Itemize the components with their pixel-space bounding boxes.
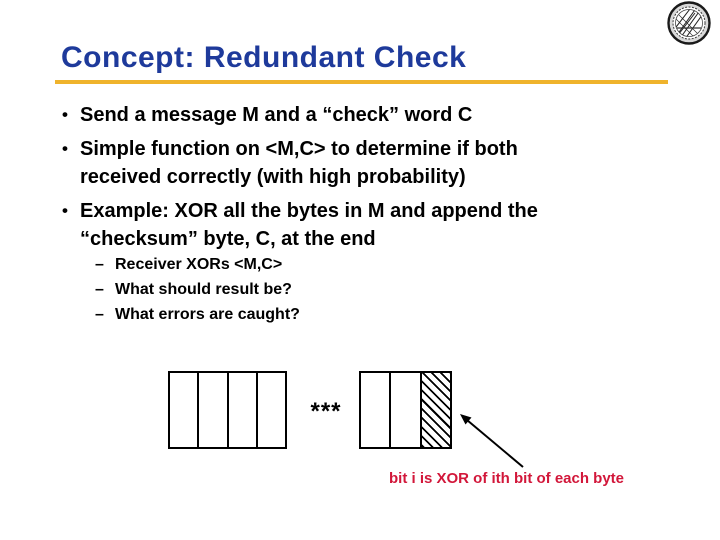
byte-cell bbox=[197, 373, 226, 447]
page-title: Concept: Redundant Check bbox=[61, 41, 467, 74]
bullet-dot-icon: • bbox=[62, 201, 68, 220]
university-seal-icon bbox=[667, 1, 711, 45]
bullet-dot-icon: • bbox=[62, 105, 68, 124]
sub-bullet-text: Receiver XORs <M,C> bbox=[115, 256, 283, 273]
sub-bullet-item: – Receiver XORs <M,C> bbox=[95, 252, 515, 277]
bullet-item: • Example: XOR all the bytes in M and ap… bbox=[62, 197, 574, 253]
dash-marker: – bbox=[95, 256, 104, 273]
byte-cell bbox=[226, 373, 256, 447]
byte-cell bbox=[361, 373, 389, 447]
diagram-caption: bit i is XOR of ith bit of each byte bbox=[389, 470, 625, 487]
byte-cell bbox=[255, 373, 285, 447]
sub-bullet-text: What errors are caught? bbox=[115, 306, 300, 323]
bullet-text: Example: XOR all the bytes in M and appe… bbox=[80, 200, 538, 250]
bullet-item: • Simple function on <M,C> to determine … bbox=[62, 135, 574, 191]
sub-bullet-text: What should result be? bbox=[115, 281, 292, 298]
check-bytes-box bbox=[359, 371, 452, 449]
byte-cell bbox=[170, 373, 197, 447]
ellipsis-stars: *** bbox=[310, 398, 342, 425]
bullet-text: Send a message M and a “check” word C bbox=[80, 104, 473, 126]
bullet-item: • Send a message M and a “check” word C bbox=[62, 101, 574, 129]
message-bytes-box bbox=[168, 371, 287, 449]
bullet-list: • Send a message M and a “check” word C … bbox=[62, 101, 574, 259]
sub-bullet-item: – What should result be? bbox=[95, 277, 515, 302]
dash-marker: – bbox=[95, 281, 104, 298]
bullet-dot-icon: • bbox=[62, 139, 68, 158]
title-underline bbox=[55, 80, 668, 84]
sub-bullet-item: – What errors are caught? bbox=[95, 302, 515, 327]
checksum-cell-hatched bbox=[419, 373, 450, 447]
bullet-text: Simple function on <M,C> to determine if… bbox=[80, 138, 518, 188]
sub-bullet-list: – Receiver XORs <M,C> – What should resu… bbox=[95, 252, 515, 327]
dash-marker: – bbox=[95, 306, 104, 323]
byte-cell bbox=[389, 373, 419, 447]
